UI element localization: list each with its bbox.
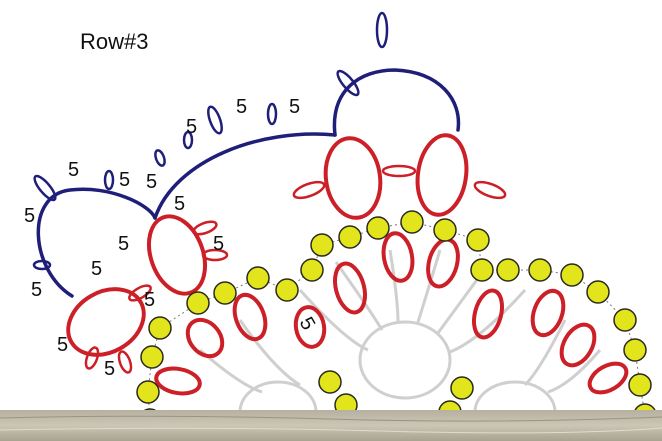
picot	[117, 350, 133, 374]
bead	[140, 345, 164, 369]
count-label: 5	[24, 205, 35, 227]
bead	[148, 316, 172, 340]
count-label: 5	[104, 358, 115, 380]
chain-middle	[153, 132, 337, 220]
bead	[450, 376, 474, 400]
bead	[275, 278, 299, 302]
bead	[586, 280, 610, 304]
bead	[496, 258, 520, 282]
ring-large	[66, 287, 146, 357]
ring-picots	[84, 164, 507, 374]
ring-small	[154, 366, 202, 396]
count-label: 5	[174, 193, 185, 215]
count-label: 5	[31, 279, 42, 301]
prior-spoke	[238, 319, 301, 387]
ring-small	[293, 305, 327, 349]
ring-small	[530, 288, 566, 338]
ring-small	[587, 361, 629, 395]
picot	[336, 69, 360, 97]
ring-small	[426, 237, 460, 289]
bead	[300, 258, 324, 282]
row-title: Row#3	[80, 29, 149, 54]
ring-small	[232, 292, 268, 342]
prior-spoke	[547, 349, 602, 394]
count-label: 5	[289, 96, 300, 118]
bead	[213, 281, 237, 305]
count-label: 5	[91, 258, 102, 280]
count-label: 5	[118, 233, 129, 255]
picot	[182, 130, 194, 150]
bead	[338, 225, 362, 249]
ring-large	[415, 133, 469, 217]
count-label: 5	[68, 159, 79, 181]
picot	[32, 259, 52, 271]
prior-ring-center	[358, 320, 452, 400]
ring-small	[185, 317, 225, 359]
bead	[366, 216, 390, 240]
wood-strip	[0, 410, 662, 441]
bead	[466, 228, 490, 252]
bead	[310, 233, 334, 257]
picot	[292, 180, 326, 200]
bead	[318, 370, 342, 394]
ring-small	[559, 322, 597, 368]
picot	[84, 346, 100, 370]
count-label: 5	[146, 171, 157, 193]
count-label: 5	[119, 169, 130, 191]
picot	[128, 284, 152, 302]
count-label: 5	[57, 334, 68, 356]
bead	[560, 263, 584, 287]
wood-grain	[0, 415, 662, 422]
picot	[201, 248, 229, 262]
ring-large	[146, 214, 208, 296]
count-label: 5	[144, 289, 155, 311]
ring-small	[333, 261, 367, 315]
prior-spoke	[388, 249, 400, 323]
picot	[207, 105, 223, 135]
picot	[266, 102, 278, 126]
picot	[375, 11, 389, 49]
wood-grain	[0, 427, 662, 434]
bead	[433, 218, 457, 242]
bead	[528, 258, 552, 282]
count-label: 5	[186, 116, 197, 138]
count-label: 5	[236, 96, 247, 118]
picots	[32, 11, 389, 271]
bead	[186, 291, 210, 315]
bead	[613, 308, 637, 332]
prior-spoke	[298, 288, 369, 352]
ring-large	[323, 136, 383, 220]
picot	[473, 180, 507, 200]
ring-small	[381, 231, 415, 283]
picot	[192, 220, 218, 236]
beads	[136, 210, 657, 432]
bead	[246, 266, 270, 290]
bead	[628, 373, 652, 397]
bead	[136, 380, 160, 404]
chain-top	[332, 68, 461, 137]
picot	[33, 174, 57, 202]
ring-small	[471, 288, 505, 340]
picot	[103, 169, 115, 191]
bead	[400, 210, 424, 234]
bead	[470, 258, 494, 282]
prior-spoke	[523, 319, 567, 387]
prior-spoke	[449, 288, 527, 354]
picot	[154, 149, 166, 167]
picot	[381, 164, 417, 178]
prior-spoke	[416, 249, 442, 323]
bead	[623, 338, 647, 362]
count-label: 5	[213, 233, 224, 255]
